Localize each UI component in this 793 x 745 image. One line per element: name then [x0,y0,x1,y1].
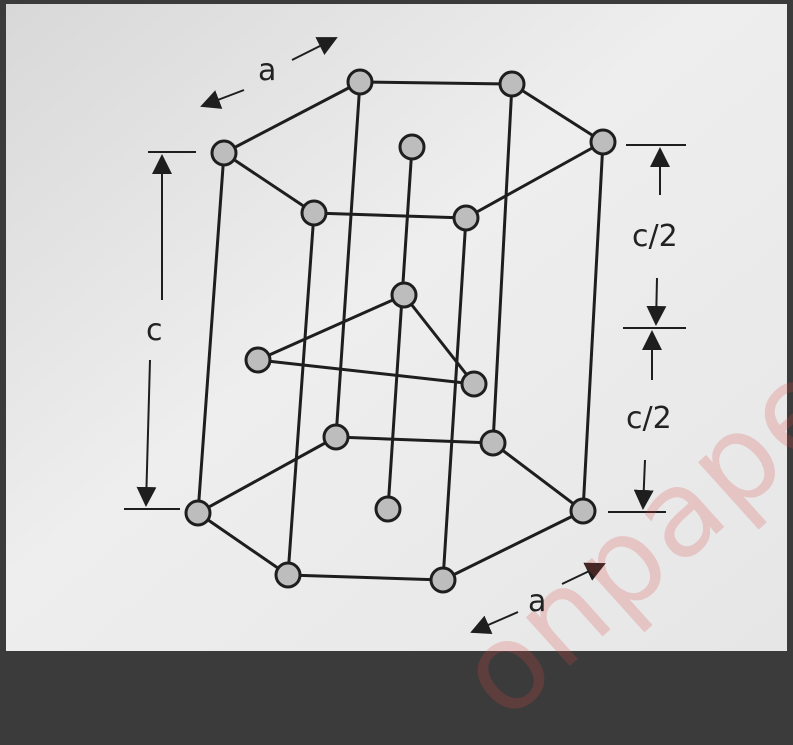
a-dimension-arrow-bottom-left [470,611,519,634]
atom [244,346,272,374]
lattice-edges [196,80,605,582]
edge [441,216,468,582]
c-half-arrow-bottom-down [633,459,654,510]
atom [374,495,402,523]
atom [274,561,302,589]
c-arrow-down [136,359,157,507]
dimension-marks [124,37,686,634]
edge [358,80,514,86]
label-c: c [146,313,163,348]
atoms [184,68,617,594]
label-a-top: a [258,53,277,88]
atom [346,68,374,96]
edge [286,211,316,577]
edge [464,140,605,220]
atom [322,423,350,451]
edge [402,293,476,386]
edge [491,82,514,445]
atom [589,128,617,156]
diagram-frame: onpapers a a c c/2 c/2 [6,4,793,745]
atom [452,204,480,232]
a-dimension-arrow-top-left [200,89,245,109]
edge [196,435,338,515]
edge [386,145,414,511]
c-half-arrow-top-down [646,277,667,326]
atom [210,139,238,167]
edge [256,358,476,386]
atom [184,499,212,527]
edge [491,441,585,513]
edge [196,151,226,515]
atom [429,566,457,594]
atom [300,199,328,227]
edge [334,435,495,445]
a-dimension-arrow-bottom-right [561,562,606,585]
edge [256,293,406,362]
edge [222,151,316,215]
edge [581,140,605,513]
a-dimension-arrow-top-right [291,37,338,61]
edge [510,82,605,144]
edge [441,509,585,582]
edge [312,211,468,220]
atom [479,429,507,457]
atom [460,370,488,398]
edge [196,511,290,577]
label-a-bottom: a [528,584,547,619]
edge [334,80,362,439]
atom [569,497,597,525]
atom [398,133,426,161]
atom [498,70,526,98]
label-c-half-top: c/2 [632,219,678,254]
label-c-half-bottom: c/2 [626,401,672,436]
edge [286,573,445,582]
edge [222,80,362,155]
atom [390,281,418,309]
hcp-unit-cell-diagram [6,4,787,651]
